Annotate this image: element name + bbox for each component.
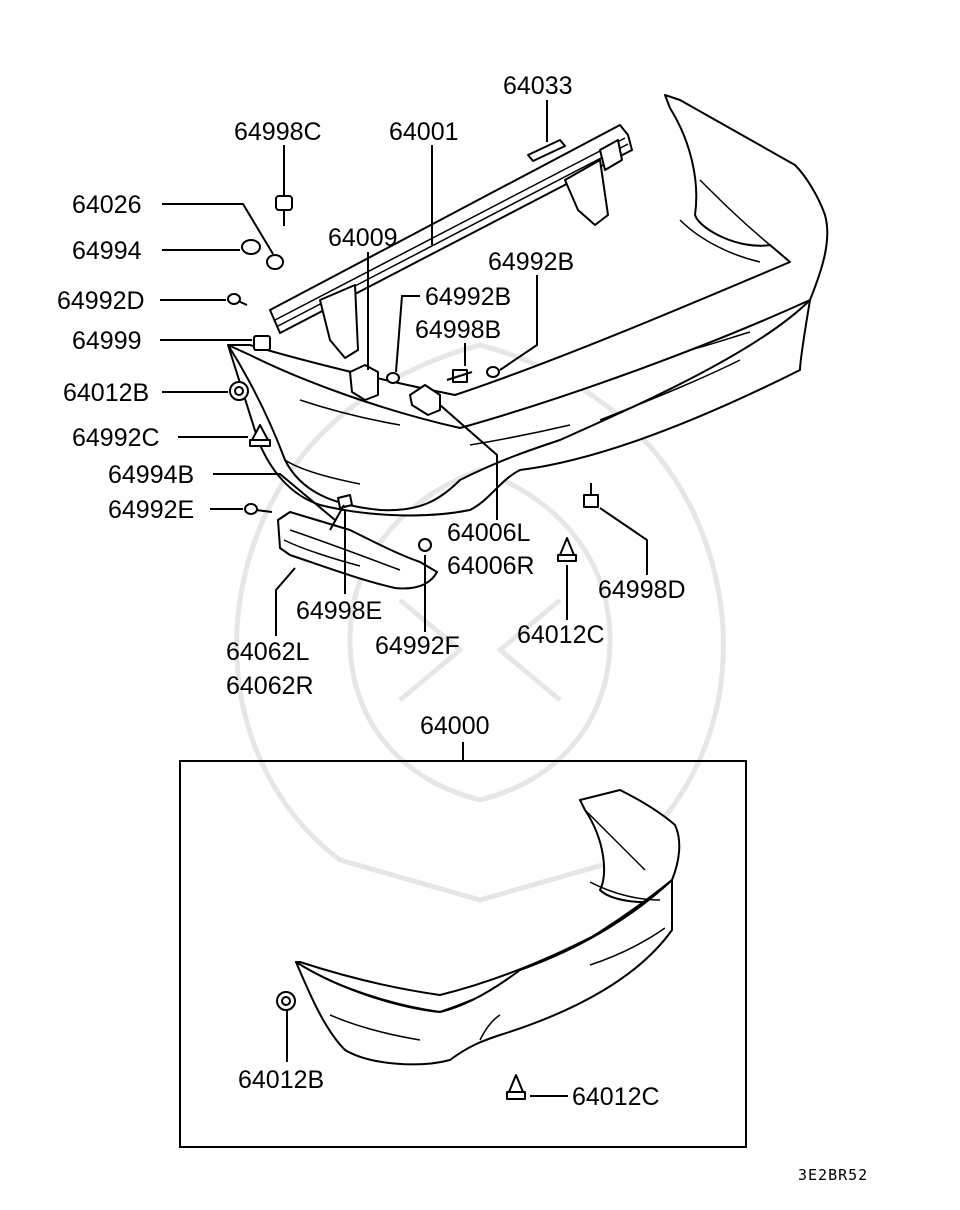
mount-64006: [409, 384, 441, 416]
label-64009: 64009: [328, 224, 398, 252]
leader-lines: [160, 100, 648, 636]
reinforcement-beam: [269, 124, 633, 359]
clip-64992C: [249, 424, 271, 447]
label-64006R: 64006R: [447, 552, 535, 580]
label-64999: 64999: [72, 327, 142, 355]
label-64992D: 64992D: [57, 287, 145, 315]
label-64026: 64026: [72, 191, 142, 219]
screw-64992E: [244, 503, 273, 515]
nut-64994: [241, 239, 261, 255]
screw-64992D: [227, 293, 248, 306]
lower-valance: [277, 511, 438, 590]
bolt-64998D: [583, 483, 599, 508]
assembly-title: 64000: [420, 712, 490, 740]
label-64992F: 64992F: [375, 632, 460, 660]
screw-64992B-upper: [386, 372, 400, 384]
label-64994B: 64994B: [108, 461, 194, 489]
assembly-box: [179, 760, 747, 1148]
label-64992E: 64992E: [108, 496, 194, 524]
label-64994: 64994: [72, 237, 142, 265]
label-64992C: 64992C: [72, 424, 160, 452]
label-64998B: 64998B: [415, 316, 501, 344]
diagram-code: 3E2BR52: [798, 1166, 868, 1184]
bumper-fascia: [227, 94, 829, 517]
label-64006L: 64006L: [447, 519, 531, 547]
assembly-bumper: [295, 789, 681, 1066]
screw-64992F: [418, 538, 432, 552]
label-64001: 64001: [389, 118, 459, 146]
label-64992B-a: 64992B: [488, 248, 574, 276]
label-64998E: 64998E: [296, 597, 382, 625]
assembly-label-64012C: 64012C: [572, 1083, 660, 1111]
bracket-64009: [349, 364, 379, 401]
label-64998C: 64998C: [234, 118, 322, 146]
label-64998D: 64998D: [598, 576, 686, 604]
pad-64033: [527, 139, 566, 162]
label-64012C: 64012C: [517, 621, 605, 649]
bolt-64998B: [446, 369, 473, 383]
clip-64999: [253, 335, 271, 351]
clip-64026: [266, 254, 284, 270]
label-64992B-b: 64992B: [425, 283, 511, 311]
label-64062R: 64062R: [226, 672, 314, 700]
stud-64998E: [329, 494, 353, 531]
label-64033: 64033: [503, 72, 573, 100]
assembly-grommet-64012B: [276, 991, 296, 1011]
grommet-64012B: [229, 381, 249, 401]
clip-64012C-upper: [557, 537, 577, 562]
assembly-label-64012B: 64012B: [238, 1066, 324, 1094]
assembly-clip-64012C: [506, 1074, 526, 1100]
label-64062L: 64062L: [226, 638, 310, 666]
label-64012B: 64012B: [63, 379, 149, 407]
screw-64992B-right: [486, 366, 500, 378]
fastener-64998C: [275, 195, 293, 226]
